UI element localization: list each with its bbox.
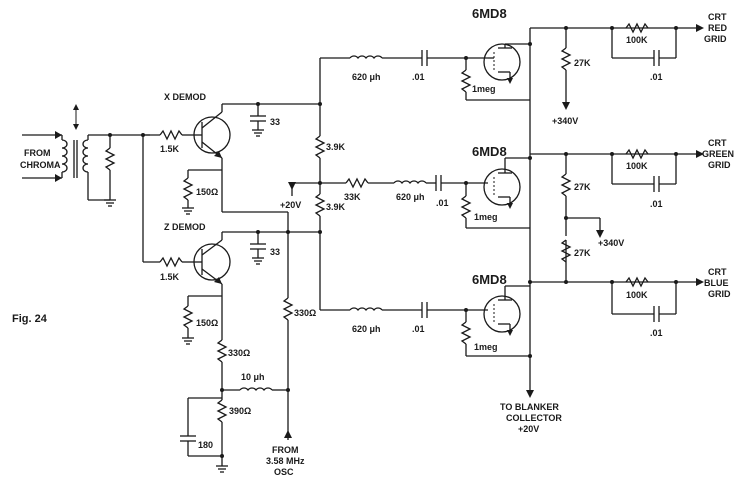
c-x-label: 33 (270, 117, 280, 127)
l-green-label: 620 μh (396, 192, 425, 202)
tube-blue-label: 6MD8 (472, 272, 507, 287)
l-osc-label: 10 μh (241, 372, 265, 382)
r-out-green-label: 100K (626, 161, 648, 171)
matrix-divider (288, 58, 326, 310)
from-osc-label-2: 3.58 MHz (266, 456, 305, 466)
c-red-label: .01 (412, 72, 425, 82)
from-osc-label-1: FROM (272, 445, 299, 455)
blanker-label-2: COLLECTOR (506, 413, 562, 423)
z-demod-stage (159, 230, 320, 390)
from-osc-label-3: OSC (274, 467, 294, 477)
r-z-base-label: 1.5K (160, 272, 180, 282)
r-z-emitter-label: 150Ω (196, 318, 218, 328)
r-div-bottom-label: 3.9K (326, 202, 346, 212)
out-green-label-2: GREEN (702, 149, 734, 159)
x-demod-stage (143, 102, 320, 232)
c-out-red-label: .01 (650, 72, 663, 82)
c-out-green-label: .01 (650, 199, 663, 209)
c-180-label: 180 (198, 440, 213, 450)
supply-340-mid-label: +340V (598, 238, 624, 248)
out-red-label-1: CRT (708, 12, 727, 22)
supply-340-top-label: +340V (552, 116, 578, 126)
blanker-label-1: TO BLANKER (500, 402, 559, 412)
oscillator-network (180, 232, 294, 473)
r-grid-green-label: 1meg (474, 212, 498, 222)
r-x-base-label: 1.5K (160, 144, 180, 154)
out-green-label-1: CRT (708, 138, 727, 148)
c-blue-label: .01 (412, 324, 425, 334)
r-out-red-label: 100K (626, 35, 648, 45)
from-chroma-label-2: CHROMA (20, 160, 61, 170)
c-z-label: 33 (270, 247, 280, 257)
out-green-label-3: GRID (708, 160, 731, 170)
z-demod-label: Z DEMOD (164, 222, 206, 232)
input-transformer (22, 104, 150, 207)
tube-red-label: 6MD8 (472, 6, 507, 21)
supply-20v-label: +20V (280, 200, 301, 210)
out-blue-label-1: CRT (708, 267, 727, 277)
r-grid-blue-label: 1meg (474, 342, 498, 352)
r-390-label: 390Ω (229, 406, 251, 416)
r-330-left-label: 330Ω (228, 348, 250, 358)
from-chroma-label-1: FROM (24, 148, 51, 158)
l-blue-label: 620 μh (352, 324, 381, 334)
x-demod-label: X DEMOD (164, 92, 207, 102)
tube-green-label: 6MD8 (472, 144, 507, 159)
r-green-in-label: 33K (344, 192, 361, 202)
out-blue-label-2: BLUE (704, 278, 729, 288)
r-plate-blue-label: 27K (574, 248, 591, 258)
r-330-right-label: 330Ω (294, 308, 316, 318)
r-out-blue-label: 100K (626, 290, 648, 300)
c-out-blue-label: .01 (650, 328, 663, 338)
out-blue-label-3: GRID (708, 289, 731, 299)
blanker-label-3: +20V (518, 424, 539, 434)
r-grid-red-label: 1meg (472, 84, 496, 94)
blue-channel (320, 239, 704, 398)
out-red-label-2: RED (708, 23, 728, 33)
r-x-emitter-label: 150Ω (196, 187, 218, 197)
out-red-label-3: GRID (704, 34, 727, 44)
r-plate-red-label: 27K (574, 58, 591, 68)
figure-label: Fig. 24 (12, 313, 48, 325)
l-red-label: 620 μh (352, 72, 381, 82)
r-div-top-label: 3.9K (326, 142, 346, 152)
r-plate-green-label: 27K (574, 182, 591, 192)
c-green-label: .01 (436, 198, 449, 208)
red-channel (320, 22, 704, 240)
green-channel (320, 148, 704, 238)
